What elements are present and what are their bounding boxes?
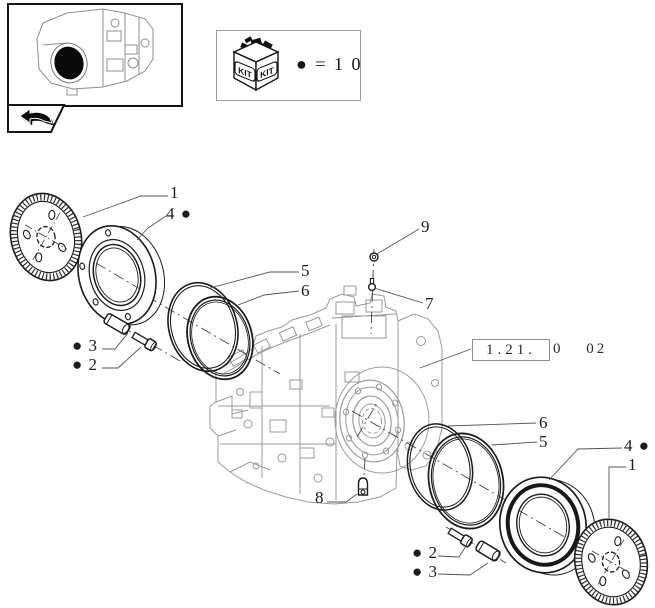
reference-box[interactable]: 1.21. [472, 339, 550, 361]
part-washer-9 [369, 252, 379, 262]
part-flange-left [77, 225, 166, 326]
housing-bore-boss [339, 379, 405, 463]
nav-arrow-tab[interactable] [6, 103, 68, 135]
thumbnail-housing-drawing [36, 8, 154, 96]
axis-overlay-segments [95, 262, 569, 540]
housing-boss-bolt-holes [342, 383, 402, 459]
part-ring-5-left [167, 281, 239, 373]
part-sleeve-3-right [475, 540, 501, 562]
callout-1-right[interactable]: 1 [628, 455, 638, 474]
callout-7[interactable]: 7 [425, 294, 435, 313]
part-ring-6-left [186, 295, 254, 381]
callout-8[interactable]: 8 [315, 488, 325, 507]
callout-9[interactable]: 9 [421, 217, 431, 236]
callout-4-left[interactable]: 4 ● [166, 204, 193, 223]
back-arrow-icon [19, 108, 55, 126]
thumbnail-bore-opening [54, 46, 84, 80]
kit-cube-icon: KIT KIT [232, 36, 280, 92]
callout-6-left[interactable]: 6 [301, 281, 311, 300]
leader-lines [82, 195, 626, 576]
kit-quantity-equation: ● = 1 0 [296, 54, 363, 74]
callout-5-left[interactable]: 5 [301, 261, 311, 280]
reference-boxed-text: 1.21. [486, 341, 536, 358]
callout-2-left[interactable]: ● 2 [72, 355, 99, 374]
part-disc-left [9, 192, 83, 282]
thumbnail-box[interactable] [7, 3, 183, 107]
callout-3-left[interactable]: ● 3 [72, 336, 99, 355]
callout-3-right[interactable]: ● 3 [412, 562, 439, 581]
part-ring-5-right [427, 432, 505, 530]
part-stud-2-left [131, 331, 157, 352]
part-ring-6-right [406, 423, 474, 511]
part-disc-right [573, 518, 649, 606]
transmission-housing [209, 285, 443, 505]
part-sleeve-3-left [103, 313, 131, 335]
callout-4-right[interactable]: 4 ● [624, 436, 651, 455]
part-plug-8 [357, 477, 369, 496]
callout-5-right[interactable]: 5 [539, 432, 549, 451]
reference-suffix: 0 02 [553, 341, 608, 357]
callout-6-right[interactable]: 6 [539, 413, 549, 432]
part-stud-2-right [447, 527, 473, 548]
callout-2-right[interactable]: ● 2 [412, 543, 439, 562]
kit-legend-box: KIT KIT ● = 1 0 [216, 30, 361, 101]
callout-1-left[interactable]: 1 [170, 183, 180, 202]
part-plug-7 [367, 277, 377, 292]
